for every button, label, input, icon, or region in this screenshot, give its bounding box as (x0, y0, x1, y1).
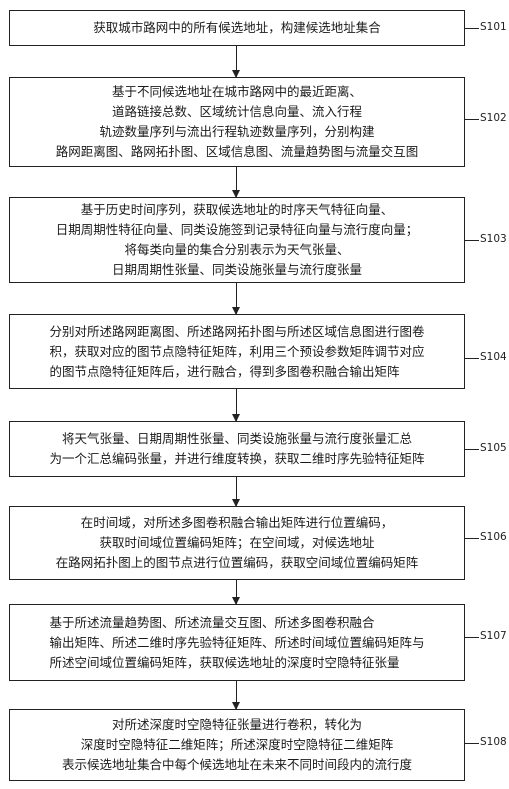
step-text-s103: 基于历史时间序列，获取候选地址的时序天气特征向量、 日期周期性特征向量、同类设施… (55, 202, 419, 277)
step-box-s108: 对所述深度时空隐特征张量进行卷积，转化为 深度时空隐特征二维矩阵；所述深度时空隐… (9, 709, 465, 781)
label-leader-s103 (465, 240, 479, 242)
step-box-s106: 在时间域，对所述多图卷积融合输出矩阵进行位置编码， 获取时间域位置编码矩阵；在空… (9, 506, 465, 580)
step-label-s104: S104 (480, 351, 507, 363)
label-leader-s108 (465, 743, 479, 745)
step-text-s106: 在时间域，对所述多图卷积融合输出矩阵进行位置编码， 获取时间域位置编码矩阵；在空… (55, 515, 419, 570)
label-leader-s104 (465, 358, 479, 360)
label-leader-s101 (465, 28, 479, 30)
label-leader-s102 (465, 119, 479, 121)
label-leader-s106 (465, 538, 479, 540)
step-label-s108: S108 (480, 736, 507, 748)
step-label-s101: S101 (480, 21, 507, 33)
step-label-s103: S103 (480, 233, 507, 245)
step-text-s107: 基于所述流量趋势图、所述流量交互图、所述多图卷积融合 输出矩阵、所述二维时序先验… (49, 614, 425, 670)
step-box-s102: 基于不同候选地址在城市路网中的最近距离、 道路链接总数、区域统计信息向量、流入行… (9, 77, 465, 167)
step-text-s101: 获取城市路网中的所有候选地址，构建候选地址集合 (93, 20, 381, 35)
step-text-s104: 分别对所述路网距离图、所述路网拓扑图与所述区域信息图进行图卷 积，获取对应的图节… (49, 323, 425, 379)
flow-arrow-1 (230, 46, 242, 78)
step-box-s103: 基于历史时间序列，获取候选地址的时序天气特征向量、 日期周期性特征向量、同类设施… (9, 197, 465, 283)
label-leader-s105 (465, 449, 479, 451)
step-label-s107: S107 (480, 630, 507, 642)
flow-arrow-3 (230, 283, 242, 315)
step-text-s102: 基于不同候选地址在城市路网中的最近距离、 道路链接总数、区域统计信息向量、流入行… (55, 84, 419, 159)
step-box-s101: 获取城市路网中的所有候选地址，构建候选地址集合 (9, 10, 465, 46)
step-label-s106: S106 (480, 531, 507, 543)
step-label-s105: S105 (480, 442, 507, 454)
step-box-s104: 分别对所述路网距离图、所述路网拓扑图与所述区域信息图进行图卷 积，获取对应的图节… (9, 314, 465, 389)
flow-arrow-2 (230, 167, 242, 198)
step-text-s105: 将天气张量、日期周期性张量、同类设施张量与流行度张量汇总 为一个汇总编码张量，并… (49, 431, 425, 466)
label-leader-s107 (465, 637, 479, 639)
flow-arrow-5 (230, 477, 242, 507)
step-text-s108: 对所述深度时空隐特征张量进行卷积，转化为 深度时空隐特征二维矩阵；所述深度时空隐… (61, 717, 412, 772)
step-box-s105: 将天气张量、日期周期性张量、同类设施张量与流行度张量汇总 为一个汇总编码张量，并… (9, 421, 465, 477)
flow-arrow-7 (230, 681, 242, 710)
step-box-s107: 基于所述流量趋势图、所述流量交互图、所述多图卷积融合 输出矩阵、所述二维时序先验… (9, 604, 465, 681)
flow-arrow-4 (230, 389, 242, 422)
flow-arrow-6 (230, 580, 242, 605)
step-label-s102: S102 (480, 112, 507, 124)
